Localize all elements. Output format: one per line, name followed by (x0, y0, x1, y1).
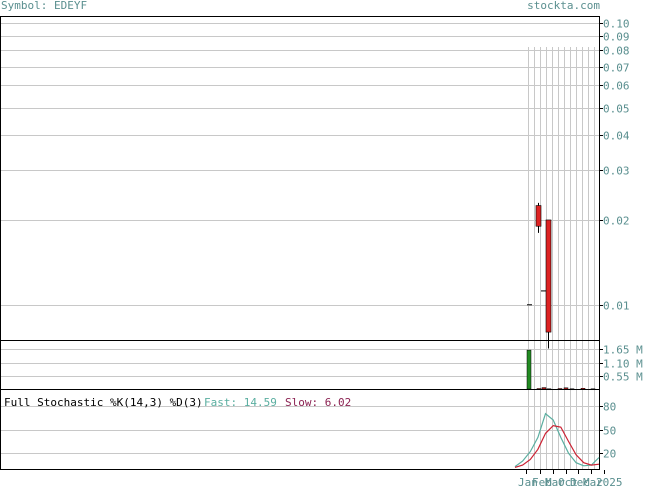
vertical-grid (528, 47, 595, 470)
candles (527, 202, 552, 349)
price-tick-label: 0.10 (603, 18, 630, 31)
volume-bar (526, 349, 532, 390)
stochastic-tick-label: 50 (603, 425, 616, 438)
volume-panel (0, 340, 600, 390)
volume-tick-label: 0.55 M (603, 371, 643, 384)
candle-body (535, 205, 542, 227)
price-tick-label: 0.03 (603, 165, 630, 178)
stochastic-title: Full Stochastic %K(14,3) %D(3) (4, 396, 203, 409)
stochastic-fast-line (514, 412, 600, 468)
price-tick-label: 0.06 (603, 80, 630, 93)
volume-grid (1, 349, 599, 377)
candle-body (545, 219, 552, 333)
x-tick-label: 2025 (596, 476, 623, 486)
price-grid (1, 23, 599, 306)
volume-bars (526, 349, 596, 391)
stochastic-slow-line (514, 424, 600, 468)
volume-bar (563, 387, 569, 390)
price-tick-label: 0.08 (603, 45, 630, 58)
stochastic-grid (1, 406, 599, 454)
stochastic-fast-label: Fast: 14.59 (204, 396, 277, 409)
symbol-label: Symbol: EDEYF (1, 0, 88, 12)
price-tick-label: 0.04 (603, 130, 630, 143)
stochastic-tick-label: 80 (603, 401, 616, 414)
stochastic-axis: 80 50 20 (599, 401, 616, 461)
volume-axis: 1.65 M1.10 M0.55 M (599, 344, 643, 384)
volume-tick-label: 1.10 M (603, 358, 643, 371)
volume-tick-label: 1.65 M (603, 344, 643, 357)
price-axis: 0.100.090.08 0.07 0.06 0.05 0.04 0.03 0.02 0.01 (599, 18, 630, 313)
stochastic-slow-label: Slow: 6.02 (285, 396, 352, 409)
price-panel (0, 16, 600, 341)
price-tick-label: 0.01 (603, 300, 630, 313)
stochastic-lines (514, 412, 600, 468)
stochastic-panel (0, 389, 600, 470)
site-label: stockta.com (527, 0, 600, 12)
volume-bar (541, 387, 547, 390)
stochastic-tick-label: 20 (603, 448, 616, 461)
price-tick-label: 0.07 (603, 62, 630, 75)
price-tick-label: 0.05 (603, 103, 630, 116)
price-tick-label: 0.02 (603, 215, 630, 228)
price-tick-label: 0.09 (603, 31, 630, 44)
